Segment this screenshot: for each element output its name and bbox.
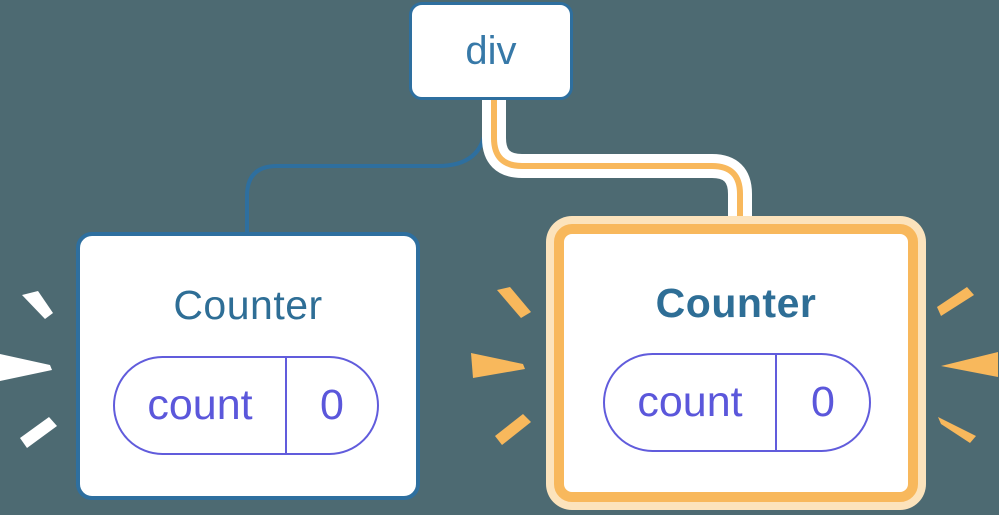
right-card-title: Counter bbox=[655, 280, 817, 326]
sparks-right-counter-right bbox=[937, 287, 998, 443]
left-card-title: Counter bbox=[173, 282, 323, 328]
right-state-value: 0 bbox=[775, 355, 869, 450]
left-state-value: 0 bbox=[285, 358, 377, 453]
root-node-label: div bbox=[465, 28, 517, 73]
sparks-left-counter bbox=[0, 291, 57, 448]
right-state-name: count bbox=[637, 378, 743, 426]
spark-icon bbox=[497, 287, 531, 318]
spark-icon bbox=[22, 291, 53, 319]
spark-icon bbox=[495, 414, 531, 445]
sparks-right-counter-left bbox=[471, 287, 531, 445]
root-node: div bbox=[409, 2, 573, 100]
spark-icon bbox=[941, 352, 998, 377]
spark-icon bbox=[471, 353, 525, 378]
left-state-name: count bbox=[147, 381, 253, 429]
right-counter-card: Counter count 0 bbox=[554, 224, 918, 502]
edge-root-to-right-counter bbox=[491, 99, 743, 220]
spark-icon bbox=[0, 354, 52, 381]
edge-root-to-right-counter-outline bbox=[482, 99, 752, 220]
spark-icon bbox=[937, 287, 974, 316]
spark-icon bbox=[20, 417, 57, 448]
edge-root-to-left-counter bbox=[245, 99, 488, 236]
left-counter-card: Counter count 0 bbox=[76, 232, 420, 500]
right-state-pill: count 0 bbox=[603, 353, 871, 452]
spark-icon bbox=[938, 417, 976, 443]
left-state-pill: count 0 bbox=[113, 356, 379, 455]
